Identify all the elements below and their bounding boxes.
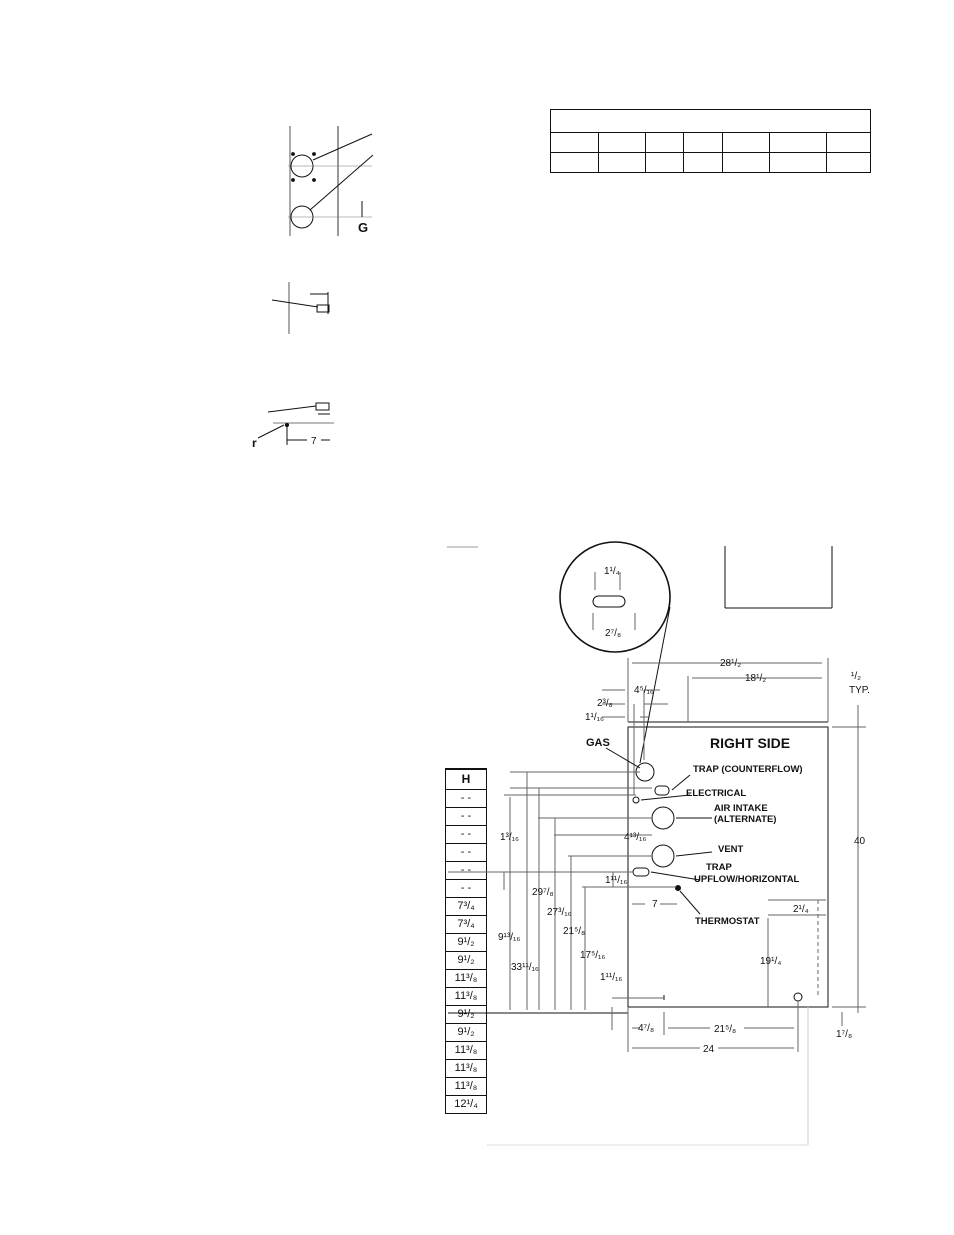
h-table-cell: 9¹/₂: [445, 951, 487, 970]
right-side-view: [447, 541, 866, 1146]
dim-typ-label: TYP.: [849, 685, 870, 696]
dim-2-1-4: 2¹/₄: [793, 904, 809, 915]
dim-inset-bottom: 2⁷/₈: [605, 628, 621, 639]
detail-fitting-view: [271, 282, 330, 334]
dim-27-3-16: 27³/₁₆: [547, 907, 572, 918]
label-trap-upflow: TRAP: [706, 862, 733, 873]
label-air-intake-alternate: (ALTERNATE): [714, 814, 776, 825]
dim-24: 24: [703, 1044, 715, 1055]
h-table-cell: 7³/₄: [445, 915, 487, 934]
dim-21-5-8-v: 21⁵/₈: [563, 926, 585, 937]
dim-33-11-16: 33¹¹/₁₆: [511, 962, 539, 973]
detail-thermostat-view: [257, 402, 334, 445]
label-air-intake: AIR INTAKE: [714, 803, 768, 814]
dim-19-1-4: 19¹/₄: [760, 956, 781, 967]
dim-2-3-8: 2³/₈: [597, 698, 613, 709]
dim-right-width: 18¹/₂: [745, 673, 766, 684]
dim-1-1-16: 1¹/₁₆: [585, 712, 604, 723]
dim-1-7-8: 1⁷/₈: [836, 1029, 852, 1040]
dim-overall-width: 28¹/₂: [720, 658, 741, 669]
dim-4-5-16: 4⁵/₁₆: [634, 685, 654, 696]
h-table-cell: 11³/₈: [445, 987, 487, 1006]
dim-4-13-16: 4¹³/₁₆: [624, 832, 646, 843]
h-table-cell: 9¹/₂: [445, 1005, 487, 1024]
h-table-spacer: [445, 746, 487, 770]
table-cell: [826, 152, 871, 173]
dim-inset-top: 1¹/₄: [604, 566, 620, 577]
h-table-cell: 11³/₈: [445, 1077, 487, 1096]
detail-circles-view: [288, 126, 374, 236]
label-gas: GAS: [586, 737, 610, 749]
h-dimension-table: H - - - - - - - - - - - - 7³/₄ 7³/₄ 9¹/₂…: [445, 746, 487, 1114]
specification-table: [550, 109, 871, 173]
detail-label-g: G: [358, 220, 368, 235]
view-title: RIGHT SIDE: [710, 735, 790, 751]
h-table-cell: 11³/₈: [445, 969, 487, 988]
label-thermostat: THERMOSTAT: [695, 916, 760, 927]
dim-17-5-16: 17⁵/₁₆: [580, 950, 605, 961]
h-table-cell: 11³/₈: [445, 1041, 487, 1060]
dim-typ-value: ¹/₂: [851, 671, 861, 682]
h-table-cell: 12¹/₄: [445, 1095, 487, 1114]
detail-dim-7: 7: [311, 436, 317, 447]
dim-1-11-16-a: 1¹¹/₁₆: [605, 875, 627, 886]
detail-label-r: r: [252, 436, 257, 450]
dim-9-13-16: 9¹³/₁₆: [498, 932, 520, 943]
label-trap-counterflow: TRAP (COUNTERFLOW): [693, 764, 803, 775]
dim-29-7-8: 29⁷/₈: [532, 887, 554, 898]
dim-7: 7: [652, 899, 658, 910]
dim-21-5-8-h: 21⁵/₈: [714, 1024, 736, 1035]
label-vent: VENT: [718, 844, 744, 855]
label-electrical: ELECTRICAL: [686, 788, 746, 799]
dim-height-40: 40: [854, 836, 866, 847]
dim-1-3-16: 1³/₁₆: [500, 832, 519, 843]
dim-4-7-8: 4⁷/₈: [638, 1023, 654, 1034]
label-upflow-horizontal: UPFLOW/HORIZONTAL: [694, 874, 800, 885]
dim-1-11-16-b: 1¹¹/₁₆: [600, 972, 622, 983]
